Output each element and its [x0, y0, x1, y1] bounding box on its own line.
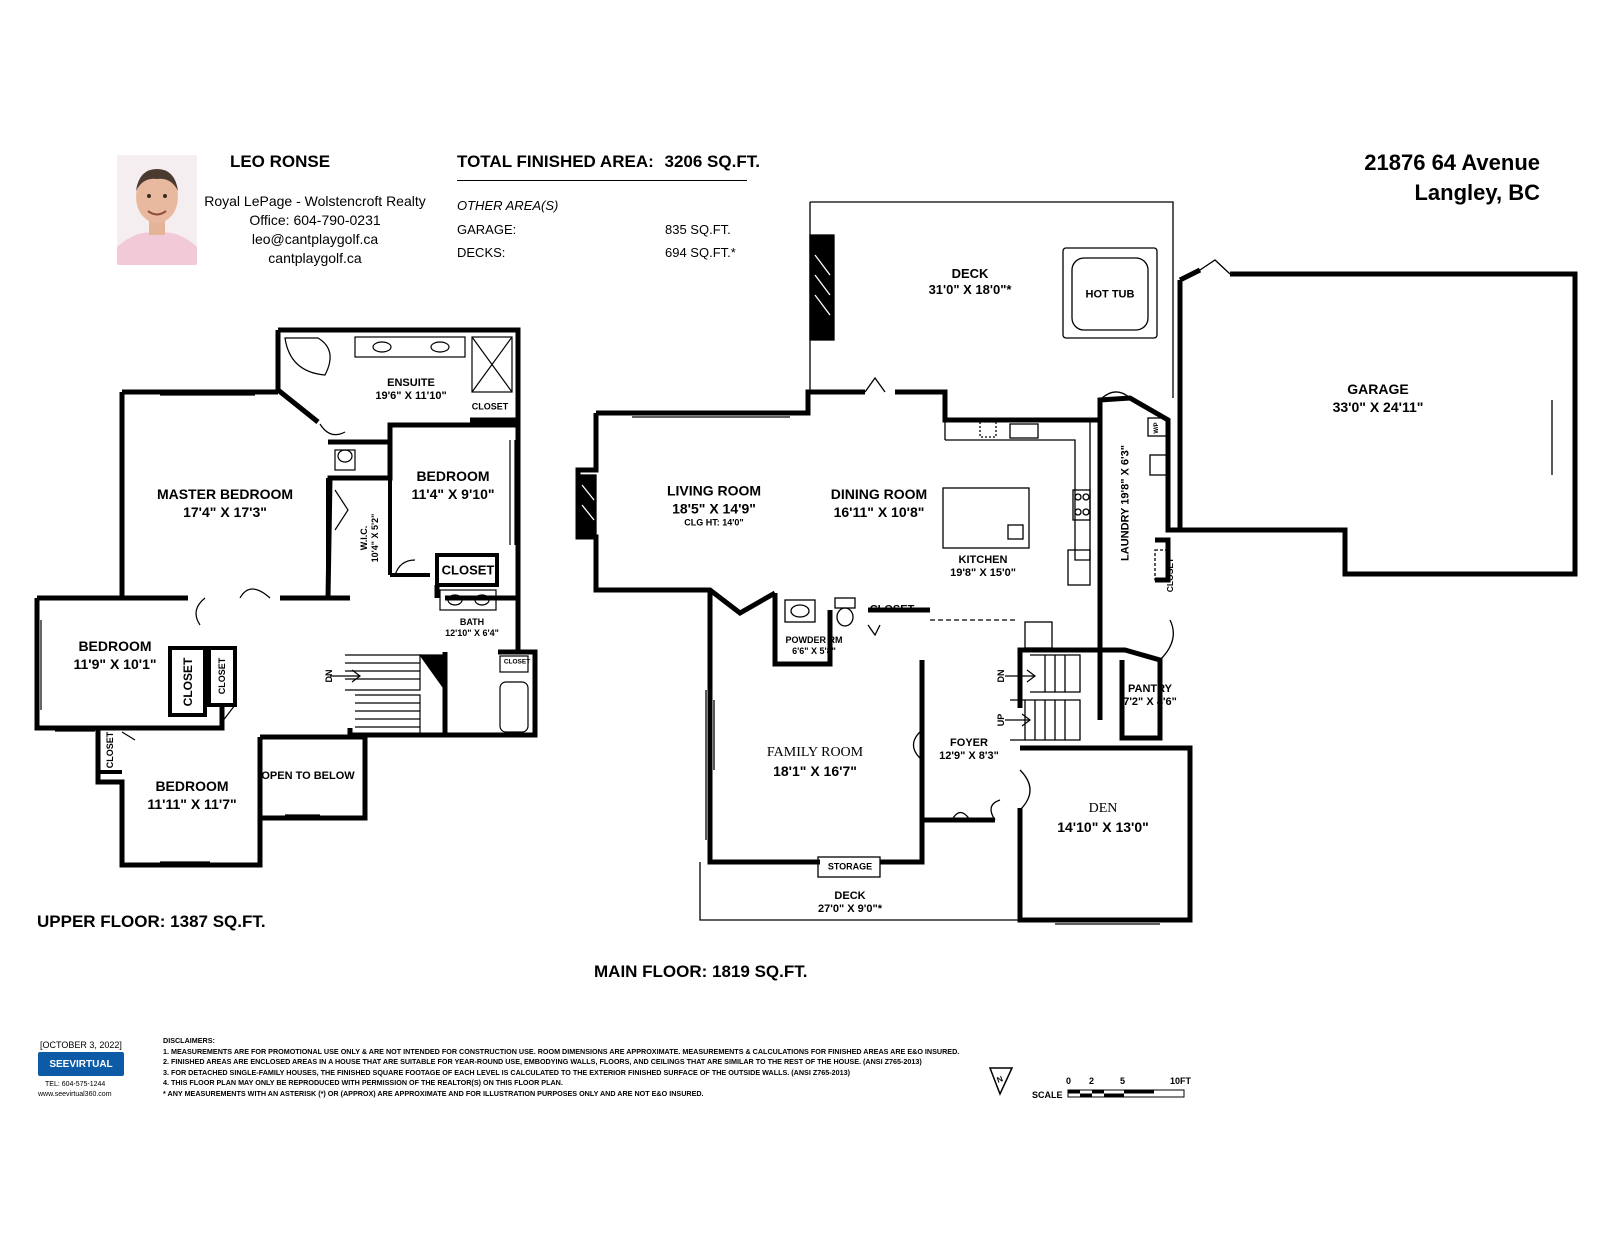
total-area-value: 3206 SQ.FT.: [664, 152, 760, 171]
scale-tick-5: 5: [1120, 1076, 1126, 1086]
storage-label: STORAGE: [827, 861, 873, 872]
main-stairs-down-label: DN: [996, 669, 1006, 683]
laundry-label: LAUNDRY 19'8" X 6'3": [1119, 445, 1132, 561]
main-stairs-up-label: UP: [996, 713, 1006, 727]
upper-floor-label: UPPER FLOOR: 1387 SQ.FT.: [37, 912, 266, 931]
bedroom-4-closet-label: CLOSET: [105, 731, 115, 769]
wp-label: W/P: [1154, 422, 1160, 434]
disclaimer-1: 1. MEASUREMENTS ARE FOR PROMOTIONAL USE …: [163, 1046, 960, 1056]
property-address: 21876 64 Avenue Langley, BC: [1364, 148, 1540, 208]
logo-phone: TEL: 604-575-1244: [45, 1081, 106, 1088]
decks-area-label: DECKS:: [457, 245, 506, 260]
upper-stairs-down-label: DN: [324, 669, 334, 683]
seevirtual-logo[interactable]: SEEVIRTUAL: [38, 1052, 124, 1076]
bedroom-3-closet-1-label: CLOSET: [181, 657, 195, 707]
closet-label: CLOSET: [441, 562, 495, 578]
ensuite-closet-label: CLOSET: [471, 401, 509, 412]
total-area: TOTAL FINISHED AREA: 3206 SQ.FT.: [457, 152, 760, 172]
main-floor-thin: [577, 201, 1553, 925]
agent-email[interactable]: leo@cantplaygolf.ca: [251, 231, 379, 247]
total-area-label: TOTAL FINISHED AREA:: [457, 152, 654, 171]
agent-company: Royal LePage - Wolstencroft Realty: [204, 193, 426, 209]
address-line-1: 21876 64 Avenue: [1364, 150, 1540, 175]
closet-main-label: CLOSET: [869, 603, 915, 616]
main-floor-label: MAIN FLOOR: 1819 SQ.FT.: [594, 962, 808, 981]
disclaimer-2: 2. FINISHED AREAS ARE ENCLOSED AREAS IN …: [163, 1057, 922, 1066]
plan-date: [OCTOBER 3, 2022]: [40, 1040, 122, 1050]
other-areas-label: OTHER AREA(S): [457, 198, 559, 213]
scale-tick-0: 0: [1066, 1076, 1072, 1086]
upper-floor-fixtures: [36, 336, 529, 866]
area-divider: [457, 180, 747, 181]
scale-label: SCALE: [1032, 1090, 1063, 1100]
stair-arrows: [330, 669, 1036, 727]
garage-area-value: 835 SQ.FT.: [665, 222, 731, 237]
disclaimer-3: 3. FOR DETACHED SINGLE-FAMILY HOUSES, TH…: [163, 1067, 850, 1077]
bedroom-3-closet-2-label: CLOSET: [217, 657, 227, 695]
north-arrow-icon: [988, 1067, 1014, 1096]
address-line-2: Langley, BC: [1414, 180, 1540, 205]
scale-tick-2: 2: [1089, 1076, 1095, 1086]
decks-area-value: 694 SQ.FT.*: [665, 245, 736, 260]
agent-website[interactable]: cantplaygolf.ca: [268, 250, 362, 266]
open-to-below-label: OPEN TO BELOW: [261, 770, 355, 782]
wic-label: W.I.C.10'4" X 5'2": [359, 513, 380, 563]
scale-tick-10: 10FT: [1170, 1076, 1192, 1086]
agent-office: Office: 604-790-0231: [249, 212, 381, 228]
agent-name: LEO RONSE: [229, 152, 331, 171]
disclaimers-title: DISCLAIMERS:: [163, 1036, 215, 1045]
disclaimer-4: 4. THIS FLOOR PLAN MAY ONLY BE REPRODUCE…: [163, 1078, 563, 1087]
logo-text: SEEVIRTUAL: [49, 1058, 113, 1070]
disclaimers: DISCLAIMERS: 1. MEASUREMENTS ARE FOR PRO…: [163, 1036, 959, 1099]
bath-closet-label: CLOSET: [503, 658, 531, 666]
garage-area-label: GARAGE:: [457, 222, 517, 237]
agent-photo: [117, 155, 197, 265]
scale-bar-fill: [1068, 1090, 1154, 1097]
laundry-closet-label: CLOSET: [1165, 557, 1175, 593]
logo-website[interactable]: www.seevirtual360.com: [38, 1091, 112, 1098]
hot-tub-label: HOT TUB: [1085, 288, 1135, 301]
disclaimer-5: * ANY MEASUREMENTS WITH AN ASTERISK (*) …: [163, 1088, 704, 1098]
agent-portrait-icon: [117, 155, 197, 265]
